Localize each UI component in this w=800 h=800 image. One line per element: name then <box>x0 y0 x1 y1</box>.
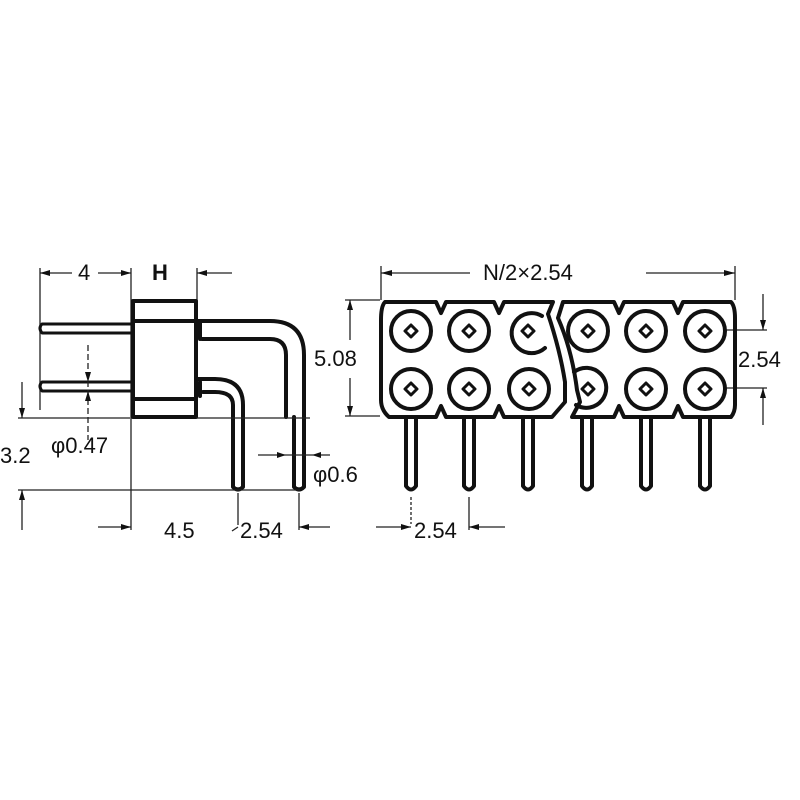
pin-row <box>404 416 712 492</box>
pin-lower-left <box>38 380 133 393</box>
dim-label-4: 4 <box>78 260 90 285</box>
pin <box>580 416 594 492</box>
dim-label-body-height: 5.08 <box>314 346 357 371</box>
dim-label-pin-dia-06: φ0.6 <box>313 462 358 487</box>
contact-hole-cut <box>509 311 547 356</box>
dim-label-3-2: 3.2 <box>0 443 31 468</box>
bent-pin-inner <box>196 377 245 492</box>
dim-label-pin-dia-047: φ0.47 <box>51 433 108 458</box>
contact-hole <box>389 309 433 353</box>
body-left-section <box>379 300 567 419</box>
dim-label-side-pitch: 2.54 <box>240 518 283 543</box>
front-view: N/2×2.54 5.08 2.54 <box>314 260 781 543</box>
contact-hole <box>624 309 668 353</box>
pin <box>698 416 712 492</box>
contact-hole <box>624 367 668 411</box>
pin <box>404 416 418 492</box>
dim-label-4-5: 4.5 <box>164 518 195 543</box>
side-view: 4 H 3.2 φ0.47 φ0.6 4.5 2.54 <box>0 260 358 543</box>
contact-row-bottom <box>389 365 727 411</box>
pin <box>521 416 535 492</box>
dim-label-row-pitch: 2.54 <box>738 347 781 372</box>
dim-label-h: H <box>152 260 168 285</box>
bent-pin-outer <box>196 319 306 419</box>
pin-upper-left <box>38 322 133 335</box>
dim-label-pin-pitch: 2.54 <box>414 518 457 543</box>
contact-hole <box>507 367 551 411</box>
pin <box>639 416 653 492</box>
contact-hole <box>566 309 610 353</box>
contact-hole <box>447 309 491 353</box>
dim-label-overall-width: N/2×2.54 <box>483 260 573 285</box>
connector-body <box>131 299 198 419</box>
body-right-section <box>556 300 737 419</box>
contact-hole <box>447 367 491 411</box>
pin <box>462 416 476 492</box>
contact-hole <box>389 367 433 411</box>
contact-row-top <box>389 309 727 356</box>
contact-hole <box>683 367 727 411</box>
contact-hole <box>683 309 727 353</box>
contact-hole-cut <box>572 365 609 410</box>
